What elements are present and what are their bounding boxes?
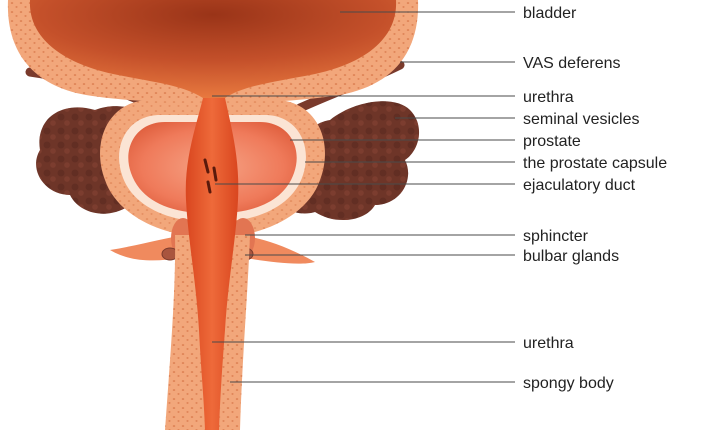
label-prostate: prostate bbox=[523, 133, 581, 150]
label-spongy-body: spongy body bbox=[523, 375, 614, 392]
label-bulbar-glands: bulbar glands bbox=[523, 248, 619, 265]
label-urethra-lower: urethra bbox=[523, 335, 574, 352]
label-prostate-capsule: the prostate capsule bbox=[523, 155, 667, 172]
label-ejaculatory-duct: ejaculatory duct bbox=[523, 177, 636, 194]
label-urethra-upper: urethra bbox=[523, 89, 574, 106]
label-seminal-vesicles: seminal vesicles bbox=[523, 111, 639, 128]
labels: bladder VAS deferens urethra seminal ves… bbox=[523, 5, 667, 392]
label-vas-deferens: VAS deferens bbox=[523, 55, 621, 72]
label-bladder: bladder bbox=[523, 5, 577, 22]
label-sphincter: sphincter bbox=[523, 228, 589, 245]
